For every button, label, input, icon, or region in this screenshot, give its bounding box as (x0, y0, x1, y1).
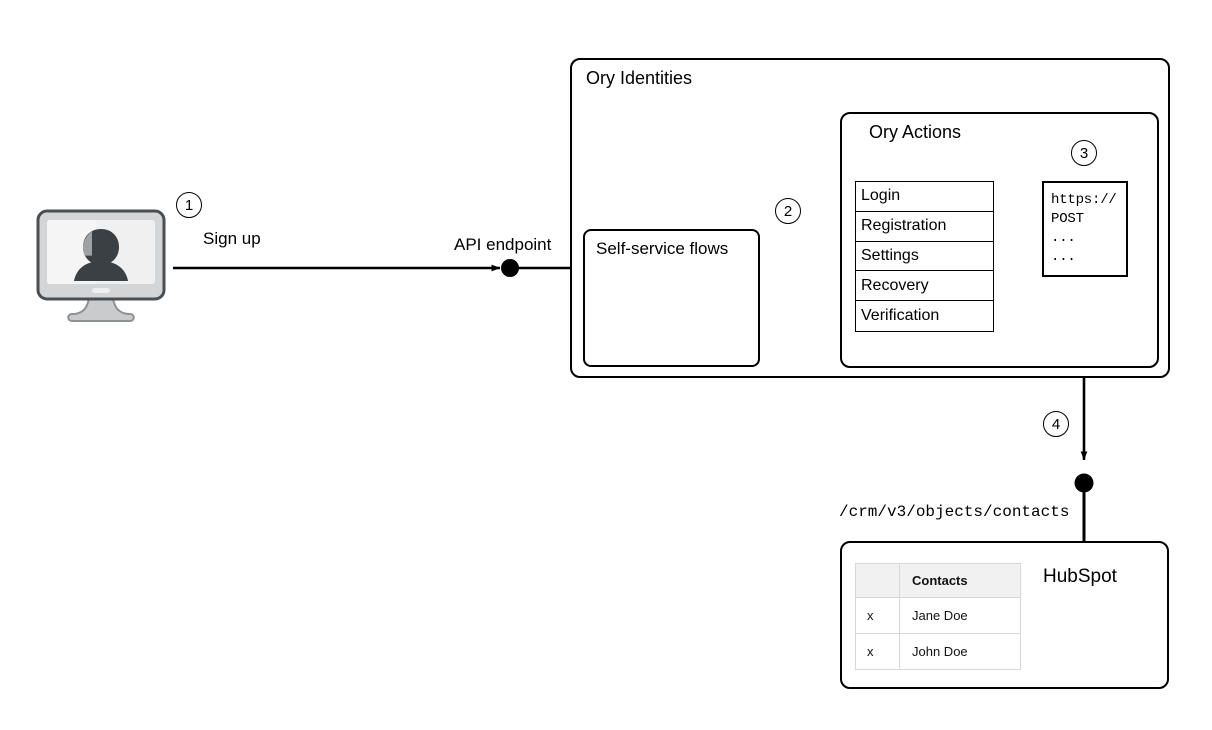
webhook-code-line-ellipsis-1: ... (1051, 230, 1076, 246)
ory-actions-title: Ory Actions (869, 122, 962, 142)
step-number: 1 (184, 196, 194, 214)
self-service-flows-title: Self-service flows (596, 239, 729, 258)
flow-label: Settings (861, 246, 919, 264)
flow-list-item-recovery[interactable]: Recovery (856, 271, 993, 302)
table-cell-flag: x (855, 633, 900, 670)
user-monitor-icon (36, 209, 166, 322)
webhook-code-box: https:// POST ... ... (1042, 181, 1128, 277)
hubspot-endpoint-dot (1074, 473, 1094, 493)
step-number: 3 (1079, 144, 1089, 162)
flow-list-item-login[interactable]: Login (856, 182, 993, 212)
table-cell-flag: x (855, 597, 900, 634)
step-circle-2: 2 (775, 198, 801, 224)
flow-label: Recovery (861, 276, 929, 294)
table-header-row: Contacts (855, 563, 1021, 598)
table-header-flag (855, 563, 900, 598)
self-service-flow-list: Login Registration Settings Recovery Ver… (855, 181, 994, 332)
contacts-table: Contacts x Jane Doe x John Doe (855, 563, 1021, 670)
flow-list-item-settings[interactable]: Settings (856, 242, 993, 272)
hubspot-api-path-label: /crm/v3/objects/contacts (839, 503, 1070, 521)
step-circle-3: 3 (1071, 140, 1097, 166)
step-number: 2 (783, 202, 793, 220)
flow-list-item-verification[interactable]: Verification (856, 301, 993, 331)
step-number: 4 (1051, 415, 1061, 433)
webhook-code-line-method: POST (1051, 211, 1084, 227)
self-service-flows-box (583, 229, 760, 367)
webhook-code-line-ellipsis-2: ... (1051, 249, 1076, 265)
step-circle-1: 1 (176, 192, 202, 218)
table-cell-name: John Doe (899, 633, 1021, 670)
flow-label: Registration (861, 217, 947, 235)
table-cell-name: Jane Doe (899, 597, 1021, 634)
table-row[interactable]: x John Doe (855, 633, 1021, 670)
ory-identities-title: Ory Identities (586, 68, 693, 88)
flow-label: Login (861, 187, 901, 205)
signup-label: Sign up (203, 229, 261, 248)
table-header-contacts: Contacts (899, 563, 1021, 598)
flow-label: Verification (861, 307, 940, 325)
api-endpoint-label: API endpoint (454, 235, 552, 254)
hubspot-title: HubSpot (1043, 566, 1117, 587)
step-circle-4: 4 (1043, 411, 1069, 437)
flow-list-item-registration[interactable]: Registration (856, 212, 993, 242)
table-row[interactable]: x Jane Doe (855, 597, 1021, 634)
api-endpoint-dot (501, 259, 519, 277)
webhook-code-line-url: https:// (1051, 192, 1117, 208)
